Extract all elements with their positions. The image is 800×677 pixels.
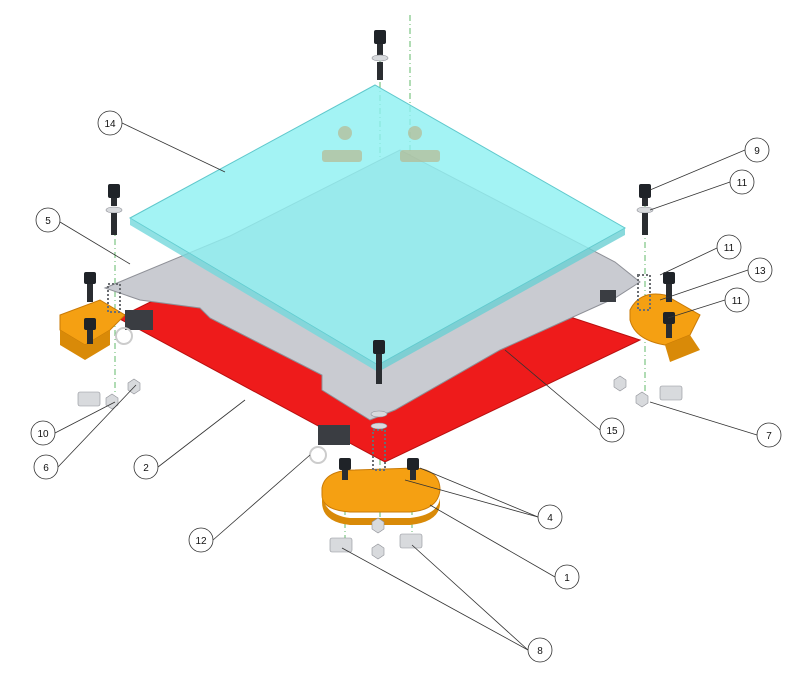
glass-plate-edge-right bbox=[378, 228, 625, 372]
svg-text:5: 5 bbox=[45, 216, 51, 227]
callout-12: 12 bbox=[188, 527, 214, 553]
leader-lines bbox=[54, 122, 758, 651]
callout-1: 1 bbox=[554, 564, 580, 590]
callout-15: 15 bbox=[599, 417, 625, 443]
right-bracket bbox=[600, 272, 701, 362]
svg-text:4: 4 bbox=[547, 513, 553, 524]
left-bracket bbox=[59, 272, 153, 360]
callout-2: 2 bbox=[133, 454, 159, 480]
callout-5: 5 bbox=[35, 207, 61, 233]
front-top-screw bbox=[373, 340, 385, 384]
svg-text:11: 11 bbox=[737, 178, 748, 189]
svg-text:13: 13 bbox=[754, 266, 766, 277]
callout-8: 8 bbox=[527, 637, 553, 663]
callout-11b: 11 bbox=[716, 234, 742, 260]
svg-text:2: 2 bbox=[143, 463, 149, 474]
svg-text:6: 6 bbox=[43, 463, 49, 474]
callout-10: 10 bbox=[30, 420, 56, 446]
bottom-hardware bbox=[77, 375, 683, 560]
right-top-screw bbox=[636, 184, 654, 235]
callout-4: 4 bbox=[537, 504, 563, 530]
left-top-screw bbox=[105, 184, 123, 235]
svg-text:7: 7 bbox=[766, 431, 772, 442]
front-bracket bbox=[309, 410, 441, 525]
svg-text:9: 9 bbox=[754, 146, 760, 157]
callout-9: 9 bbox=[744, 137, 770, 163]
svg-text:14: 14 bbox=[104, 119, 116, 130]
callout-13: 13 bbox=[747, 257, 773, 283]
svg-text:1: 1 bbox=[564, 573, 570, 584]
svg-text:11: 11 bbox=[724, 243, 735, 254]
svg-text:8: 8 bbox=[537, 646, 543, 657]
svg-text:10: 10 bbox=[37, 429, 49, 440]
callout-6: 6 bbox=[33, 454, 59, 480]
svg-text:11: 11 bbox=[732, 296, 743, 307]
svg-text:12: 12 bbox=[195, 536, 207, 547]
callout-14: 14 bbox=[97, 110, 123, 136]
top-screw bbox=[371, 30, 389, 80]
back-clips bbox=[322, 126, 440, 162]
svg-text:15: 15 bbox=[606, 426, 618, 437]
glass-plate-edge bbox=[130, 218, 378, 372]
callout-11c: 11 bbox=[724, 287, 750, 313]
callout-11a: 11 bbox=[729, 169, 755, 195]
callout-7: 7 bbox=[756, 422, 782, 448]
